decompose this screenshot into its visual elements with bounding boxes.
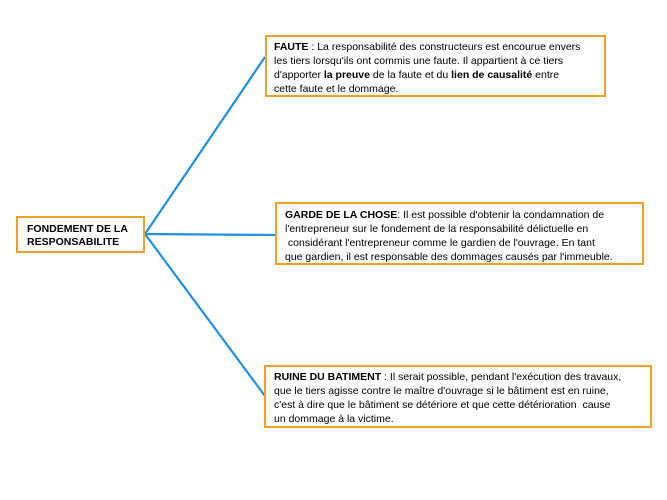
ruine-line-3: c'est à dire que le bâtiment se détérior… bbox=[274, 399, 611, 411]
root-node-fondement: FONDEMENT DE LA RESPONSABILITE bbox=[16, 216, 145, 253]
connector-to-faute bbox=[144, 56, 266, 235]
ruine-text-1: Il serait possible, pendant l'exécution … bbox=[389, 371, 622, 383]
ruine-line-2: que le tiers agisse contre le maître d'o… bbox=[274, 385, 609, 397]
faute-text-3b: de la faute et du bbox=[369, 69, 452, 81]
ruine-line-1: RUINE DU BATIMENT : Il serait possible, … bbox=[274, 370, 644, 384]
faute-text-3c: entre bbox=[532, 69, 560, 81]
faute-text-1: La responsabilité des constructeurs est … bbox=[317, 41, 581, 53]
root-line-1: FONDEMENT DE LA bbox=[27, 223, 128, 235]
garde-title: GARDE DE LA CHOSE bbox=[285, 209, 398, 221]
branch-node-faute: FAUTE : La responsabilité des constructe… bbox=[265, 35, 606, 97]
faute-text-3a: d'apporter bbox=[274, 69, 324, 81]
connector-to-ruine bbox=[144, 233, 266, 397]
faute-separator: : bbox=[308, 41, 318, 53]
garde-line-1: GARDE DE LA CHOSE: Il est possible d'obt… bbox=[285, 208, 636, 222]
garde-line-4: que gardien, il est responsable des domm… bbox=[285, 251, 613, 263]
garde-text-1: Il est possible d'obtenir la condamnatio… bbox=[403, 209, 605, 221]
faute-line-3: d'apporter la preuve de la faute et du l… bbox=[274, 68, 598, 82]
garde-line-3: considérant l'entrepreneur comme le gard… bbox=[285, 237, 595, 249]
faute-line-1: FAUTE : La responsabilité des constructe… bbox=[274, 40, 598, 54]
branch-node-ruine: RUINE DU BATIMENT : Il serait possible, … bbox=[264, 365, 652, 428]
garde-separator: : bbox=[397, 209, 404, 221]
ruine-line-4: un dommage à la victime. bbox=[274, 413, 394, 425]
garde-line-2: l'entrepreneur sur le fondement de la re… bbox=[285, 223, 589, 235]
branch-node-garde: GARDE DE LA CHOSE: Il est possible d'obt… bbox=[275, 202, 644, 265]
connector-to-garde bbox=[144, 232, 277, 237]
ruine-title: RUINE DU BATIMENT bbox=[274, 371, 382, 383]
faute-bold-causalite: lien de causalité bbox=[451, 69, 533, 81]
root-line-2: RESPONSABILITE bbox=[27, 236, 120, 248]
ruine-separator: : bbox=[381, 371, 390, 383]
faute-title: FAUTE bbox=[274, 41, 309, 53]
faute-line-4: cette faute et le dommage. bbox=[274, 83, 399, 95]
faute-line-2: les tiers lorsqu'ils ont commis une faut… bbox=[274, 55, 564, 67]
faute-bold-preuve: la preuve bbox=[323, 69, 370, 81]
